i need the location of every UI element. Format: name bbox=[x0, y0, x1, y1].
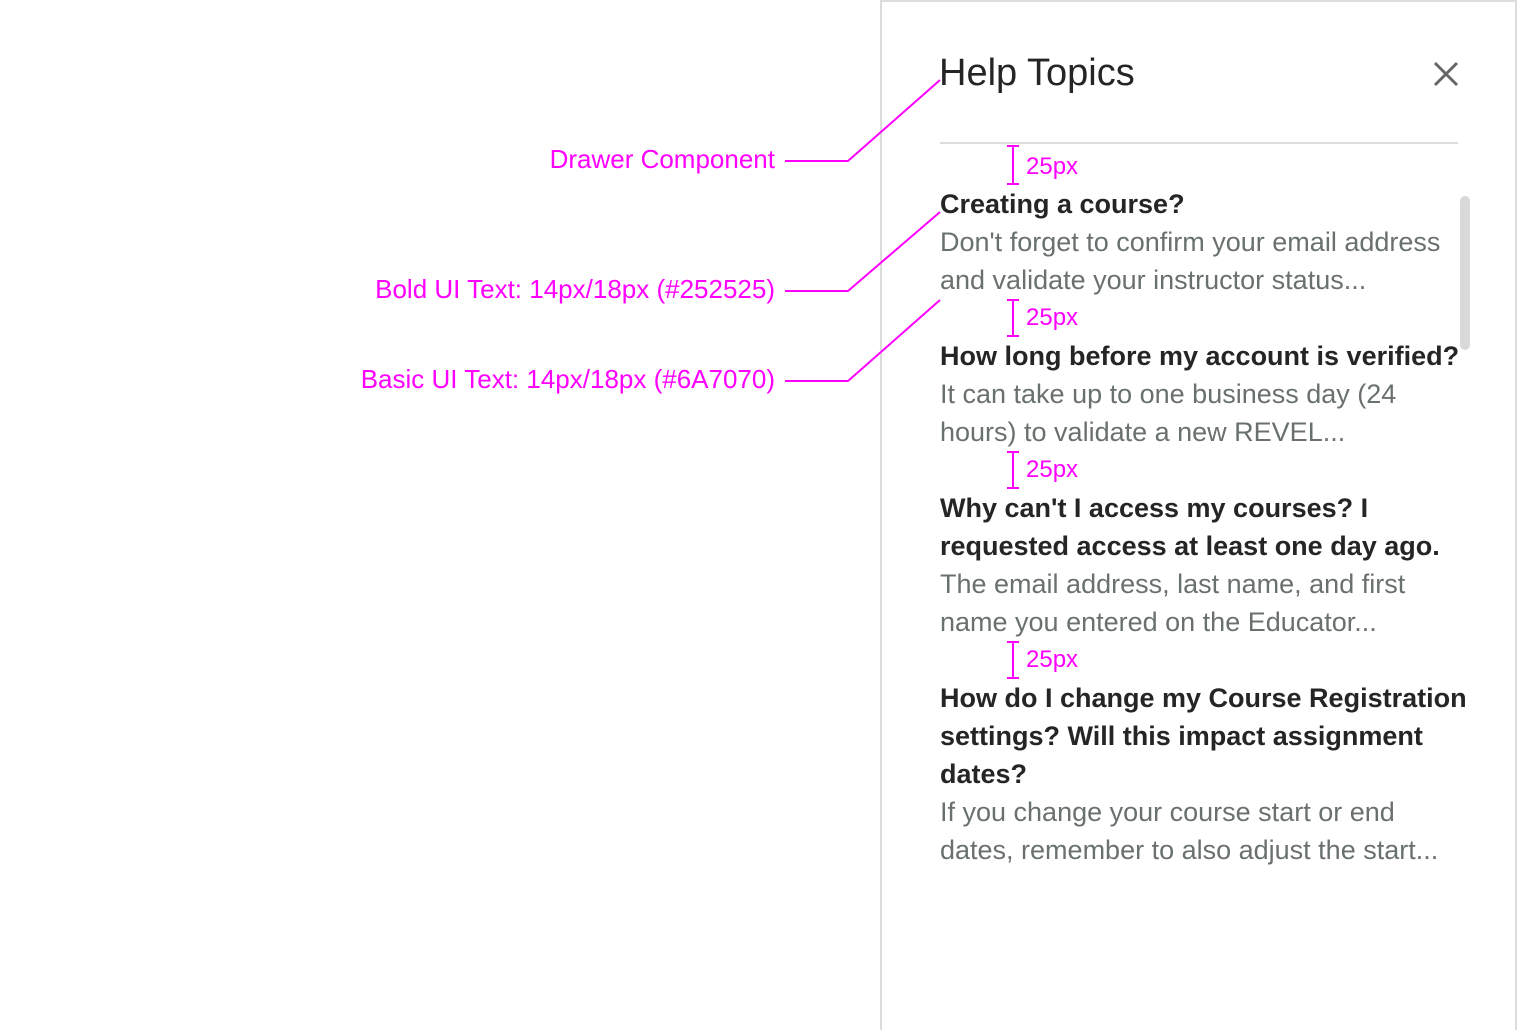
drawer-title: Help Topics bbox=[939, 52, 1135, 94]
help-topic-item[interactable]: Why can't I access my courses? I request… bbox=[940, 489, 1470, 641]
annotation-bold-text: Bold UI Text: 14px/18px (#252525) bbox=[375, 274, 775, 304]
close-icon[interactable] bbox=[1430, 58, 1462, 90]
help-topic-item[interactable]: How do I change my Course Registration s… bbox=[940, 679, 1470, 869]
topic-question: Why can't I access my courses? I request… bbox=[940, 493, 1440, 561]
help-topic-list: 25px Creating a course? Don't forget to … bbox=[940, 145, 1470, 869]
spacing-marker: 25px bbox=[940, 299, 1470, 337]
topic-answer: The email address, last name, and first … bbox=[940, 569, 1406, 637]
scrollbar[interactable] bbox=[1460, 196, 1470, 350]
spacing-ibeam-icon bbox=[1007, 451, 1019, 489]
topic-question: Creating a course? bbox=[940, 189, 1185, 219]
spacing-label: 25px bbox=[1026, 153, 1079, 180]
divider bbox=[940, 142, 1458, 144]
spacing-ibeam-icon bbox=[1007, 299, 1019, 337]
spacing-marker: 25px bbox=[940, 451, 1470, 489]
spacing-marker: 25px bbox=[940, 641, 1470, 679]
spacing-ibeam-icon bbox=[1007, 145, 1019, 185]
help-topic-item[interactable]: Creating a course? Don't forget to confi… bbox=[940, 185, 1470, 299]
annotation-drawer: Drawer Component bbox=[549, 144, 775, 174]
help-drawer bbox=[880, 0, 1517, 1030]
topic-answer: It can take up to one business day (24 h… bbox=[940, 379, 1397, 447]
topic-answer: Don't forget to confirm your email addre… bbox=[940, 227, 1441, 295]
spacing-label: 25px bbox=[1026, 646, 1079, 673]
spacing-label: 25px bbox=[1026, 456, 1079, 483]
topic-question: How do I change my Course Registration s… bbox=[940, 683, 1467, 789]
topic-question: How long before my account is verified? bbox=[940, 341, 1460, 371]
topic-answer: If you change your course start or end d… bbox=[940, 797, 1439, 865]
help-topic-item[interactable]: How long before my account is verified? … bbox=[940, 337, 1470, 451]
spacing-ibeam-icon bbox=[1007, 641, 1019, 679]
annotation-basic-text: Basic UI Text: 14px/18px (#6A7070) bbox=[360, 364, 775, 394]
spacing-label: 25px bbox=[1026, 304, 1079, 331]
spacing-marker: 25px bbox=[940, 145, 1470, 185]
